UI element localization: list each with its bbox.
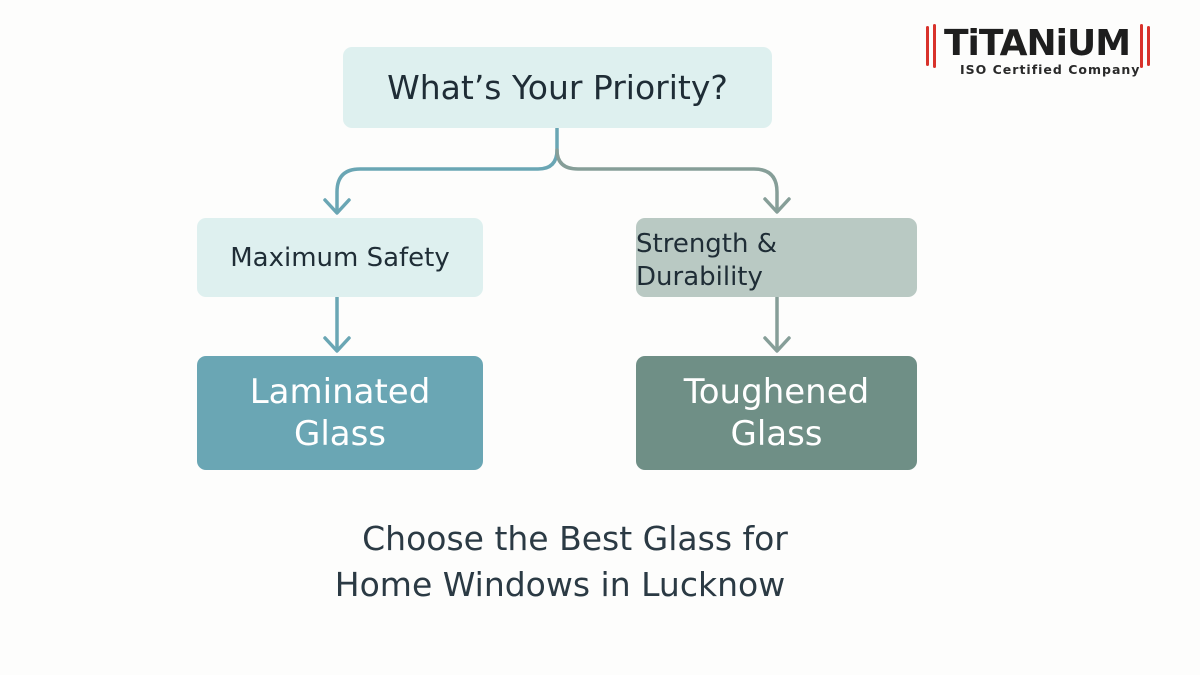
arrow-head-laminated-icon (323, 336, 351, 353)
toughened-label-line1: Toughened (683, 372, 870, 412)
caption-line1: Choose the Best Glass for (362, 519, 788, 558)
caption: Choose the Best Glass for Home Windows i… (300, 516, 820, 608)
logo-bar-icon (926, 26, 929, 66)
maximum-safety-node: Maximum Safety (197, 218, 483, 297)
arrow-head-left-icon (323, 198, 351, 215)
strength-label-line2: Durability (636, 261, 763, 292)
caption-line2: Home Windows in Lucknow (334, 565, 786, 604)
strength-label-line1: Strength & (636, 228, 778, 259)
arrow-head-right-icon (763, 197, 791, 214)
logo-tagline: ISO Certified Company (960, 62, 1141, 77)
laminated-glass-node: Laminated Glass (197, 356, 483, 470)
toughened-label-line2: Glass (730, 414, 823, 454)
laminated-label-line1: Laminated (249, 372, 431, 412)
titanium-logo: TiTANiUM ISO Certified Company (922, 22, 1157, 82)
strength-durability-node: Strength & Durability (636, 218, 917, 297)
laminated-label-line2: Glass (293, 414, 387, 454)
connector-right (555, 148, 779, 213)
maximum-safety-label: Maximum Safety (230, 242, 450, 273)
logo-bar-icon (1147, 26, 1150, 66)
priority-question-node: What’s Your Priority? (343, 47, 772, 128)
priority-question-label: What’s Your Priority? (387, 68, 728, 107)
logo-brand-text: TiTANiUM (944, 23, 1131, 64)
connector-left (335, 126, 559, 214)
logo-bar-icon (933, 24, 936, 68)
toughened-glass-node: Toughened Glass (636, 356, 917, 470)
arrow-head-toughened-icon (763, 336, 791, 353)
logo-bar-icon (1140, 24, 1143, 68)
